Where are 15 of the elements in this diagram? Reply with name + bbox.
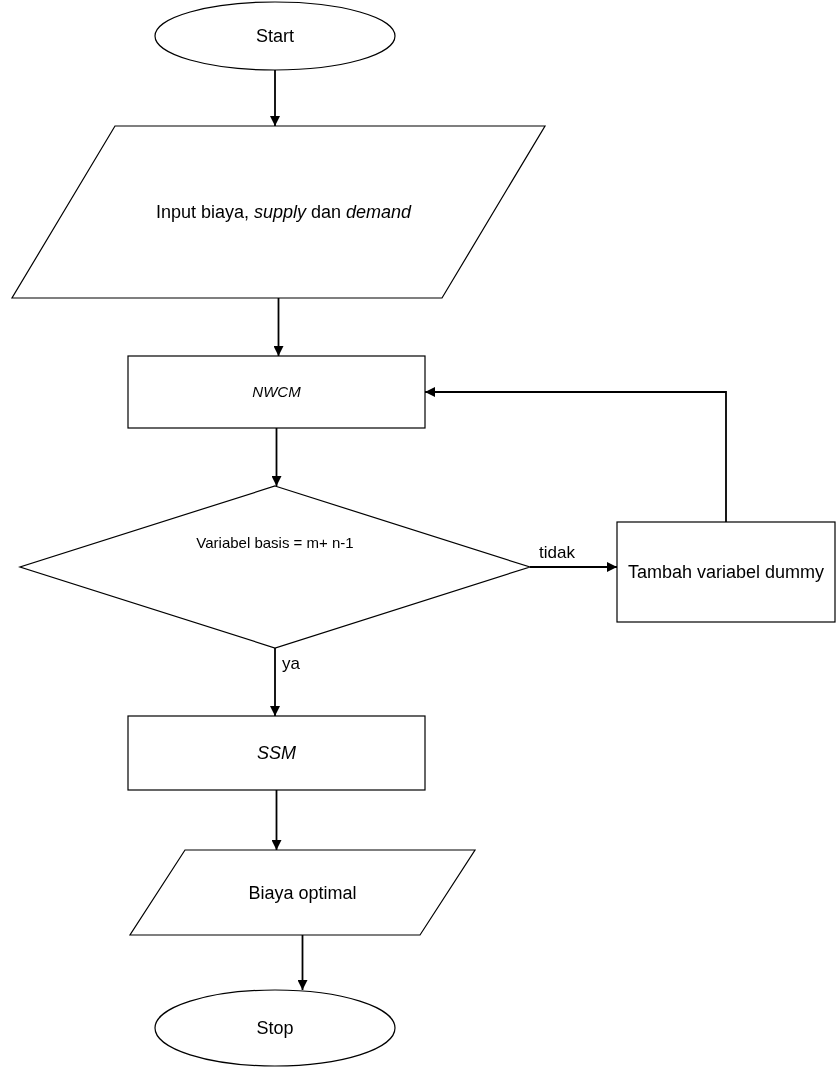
arrow [529, 562, 618, 572]
arrow [270, 647, 280, 717]
node-text: Input biaya, supply dan demand [154, 200, 413, 224]
arrow [273, 297, 284, 357]
node-text: NWCM [251, 382, 302, 402]
node-text: Stop [255, 1016, 295, 1040]
arrow [297, 934, 308, 991]
arrow [271, 789, 282, 851]
arrow [271, 427, 282, 487]
node-text: SSM [256, 741, 297, 765]
node-text: Start [255, 24, 295, 48]
node-text: Biaya optimal [247, 881, 358, 905]
arrow [270, 69, 280, 127]
node-text: Variabel basis = m+ n-1 [195, 533, 355, 553]
node-text: Tambah variabel dummy [627, 560, 825, 584]
